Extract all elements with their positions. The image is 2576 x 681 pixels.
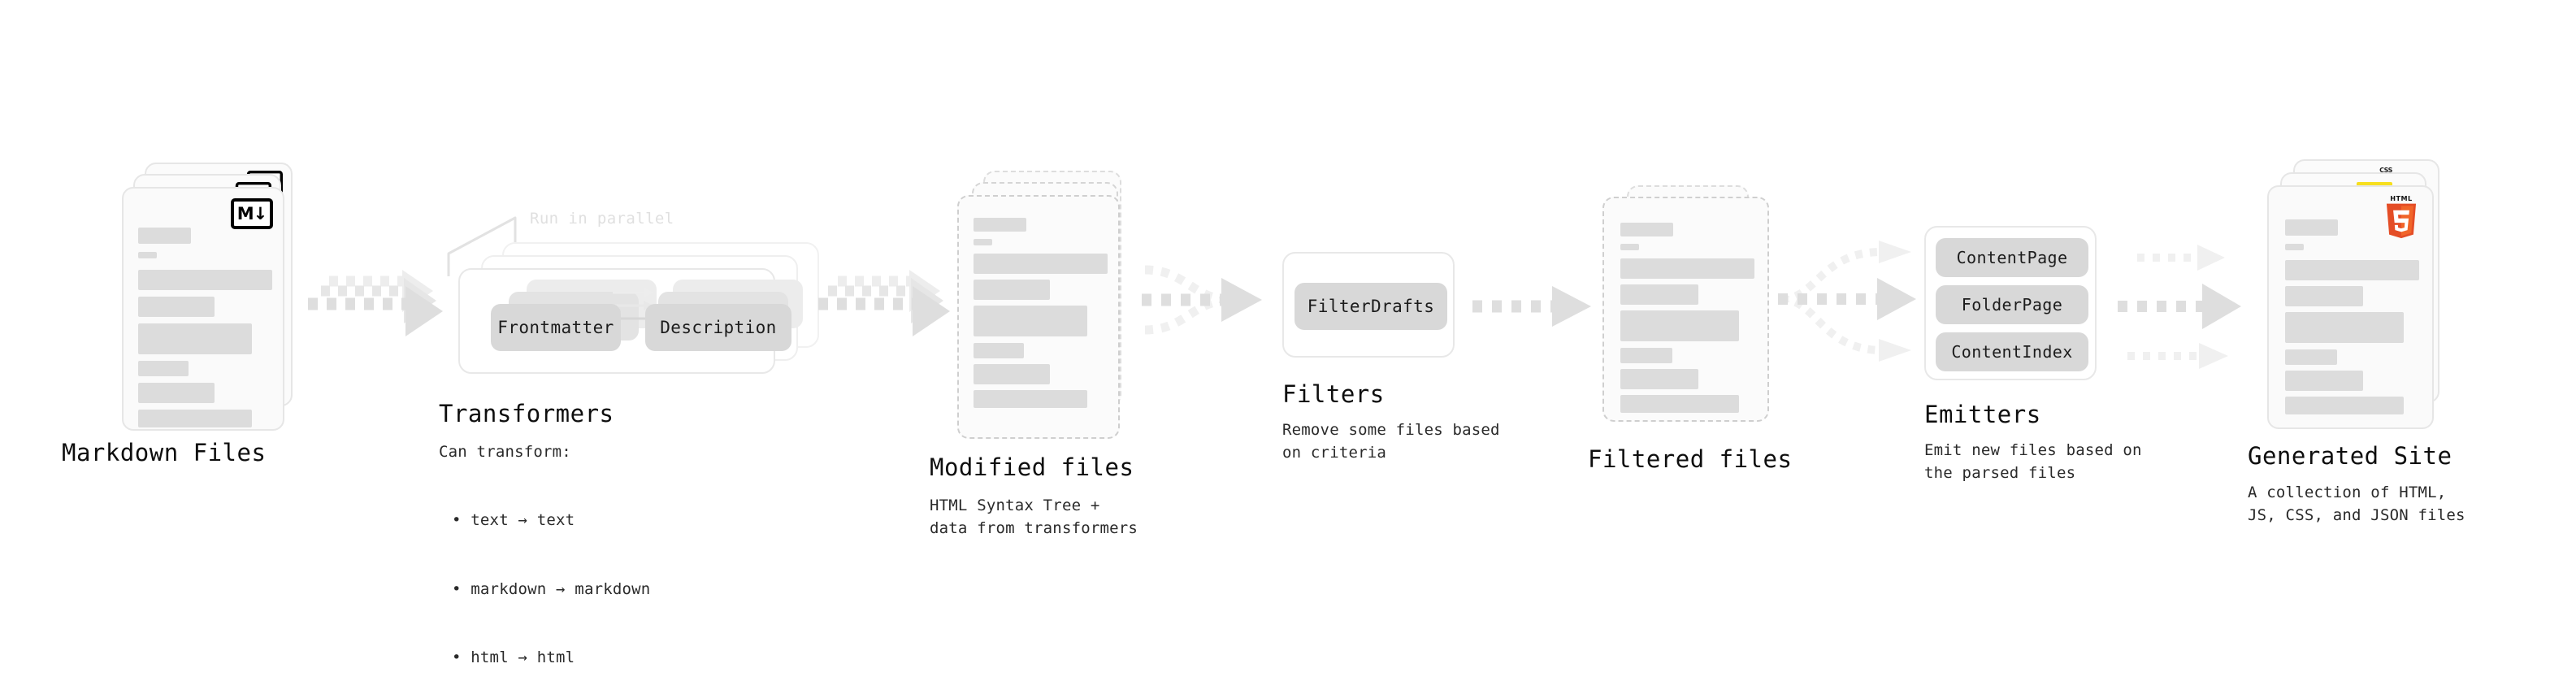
modified-file-stack <box>957 171 1132 439</box>
skeleton-line <box>2285 260 2419 280</box>
skeleton-line <box>138 228 191 244</box>
filters-group-box: FilterDrafts <box>1282 252 1455 358</box>
html5-icon: HTML <box>2386 194 2417 239</box>
stage-markdown-files: M↓ M↓ M↓ Markdown Files <box>62 163 297 466</box>
skeleton-line <box>974 343 1024 358</box>
stage-subtitle: Remove some files based on criteria <box>1282 421 1500 462</box>
skeleton-line <box>1620 258 1754 279</box>
emitter-chip-contentpage[interactable]: ContentPage <box>1936 238 2088 277</box>
skeleton-line <box>974 364 1050 384</box>
skeleton-line <box>2285 244 2304 250</box>
transformer-bullets: • text → text • markdown → markdown • ht… <box>452 463 650 681</box>
skeleton-line <box>974 254 1108 274</box>
skeleton-line <box>2285 286 2363 306</box>
connector-modified-to-filters <box>1142 265 1262 335</box>
run-in-parallel-label: Run in parallel <box>530 210 674 228</box>
chip-label: Description <box>660 318 777 337</box>
connector-md-to-transformers <box>308 270 443 336</box>
skeleton-line <box>2285 312 2404 343</box>
connector-transformers-to-modified <box>818 270 950 336</box>
stage-modified-files: Modified files HTML Syntax Tree + data f… <box>930 171 1138 537</box>
stage-title: Generated Site <box>2248 442 2452 470</box>
skeleton-line <box>2285 349 2337 365</box>
modified-card-front <box>957 195 1120 439</box>
skeleton-line <box>1620 244 1639 250</box>
svg-text:HTML: HTML <box>2390 194 2412 202</box>
stage-title: Filters <box>1282 380 1385 408</box>
chip-label: ContentPage <box>1956 248 2068 267</box>
connector-filtered-to-emitters <box>1778 241 1916 362</box>
skeleton-line <box>138 410 252 427</box>
bullet-item: • text → text <box>452 511 575 530</box>
skeleton-line <box>138 361 189 376</box>
markdown-file-stack: M↓ M↓ M↓ <box>122 163 297 431</box>
stage-subtitle: HTML Syntax Tree + data from transformer… <box>930 497 1138 538</box>
skeleton-line <box>138 252 157 258</box>
filter-chip-filterdrafts[interactable]: FilterDrafts <box>1295 283 1447 330</box>
skeleton-line <box>974 280 1050 300</box>
connector-filters-to-filtered <box>1472 286 1591 327</box>
chip-label: Frontmatter <box>497 318 614 337</box>
stage-title: Emitters <box>1924 401 2041 428</box>
skeleton-line <box>1620 395 1739 413</box>
skeleton-line <box>1620 348 1672 363</box>
stage-filtered-files: Filtered files <box>1588 185 1792 473</box>
filtered-file-stack <box>1602 185 1777 429</box>
skeleton-line <box>138 323 252 354</box>
skeleton-line <box>974 390 1087 408</box>
stage-title: Modified files <box>930 453 1134 481</box>
skeleton-line <box>974 218 1026 232</box>
skeleton-line <box>138 383 215 403</box>
bullet-item: • html → html <box>452 648 575 666</box>
stage-title: Markdown Files <box>62 439 267 466</box>
chip-label: ContentIndex <box>1951 342 2073 362</box>
chip-label: FolderPage <box>1961 295 2063 314</box>
skeleton-line <box>974 306 1087 336</box>
skeleton-line <box>974 239 992 245</box>
emitter-chip-contentindex[interactable]: ContentIndex <box>1936 332 2088 371</box>
skeleton-line <box>2285 219 2338 236</box>
stage-subtitle: Emit new files based on the parsed files <box>1924 441 2142 483</box>
stage-title: Filtered files <box>1588 445 1793 473</box>
skeleton-line <box>2285 397 2404 414</box>
stage-title: Transformers <box>439 400 614 427</box>
transformer-chip-frontmatter[interactable]: Frontmatter <box>491 304 621 351</box>
chip-label: FilterDrafts <box>1307 297 1435 316</box>
bullet-item: • markdown → markdown <box>452 579 651 598</box>
stage-generated-site: CSS HTML <box>2248 159 2465 524</box>
skeleton-line <box>1620 284 1698 305</box>
emitter-chip-folderpage[interactable]: FolderPage <box>1936 285 2088 324</box>
skeleton-line <box>2285 371 2363 391</box>
stage-subtitle: A collection of HTML, JS, CSS, and JSON … <box>2248 484 2465 525</box>
transformer-chip-description[interactable]: Description <box>645 304 791 351</box>
generated-card-html: HTML <box>2267 185 2434 429</box>
emitters-group-box: ContentPage FolderPage ContentIndex <box>1924 226 2097 380</box>
skeleton-line <box>138 297 215 317</box>
skeleton-line <box>1620 310 1739 341</box>
markdown-card-front: M↓ <box>122 187 284 431</box>
stage-subtitle: Can transform: <box>439 443 571 461</box>
markdown-icon: M↓ <box>231 198 273 229</box>
filtered-card-front <box>1602 197 1769 422</box>
skeleton-line <box>1620 223 1673 236</box>
skeleton-line <box>1620 369 1698 389</box>
connector-emitters-to-site <box>2118 245 2241 369</box>
skeleton-line <box>138 270 272 290</box>
generated-site-file-stack: CSS HTML <box>2267 159 2442 429</box>
